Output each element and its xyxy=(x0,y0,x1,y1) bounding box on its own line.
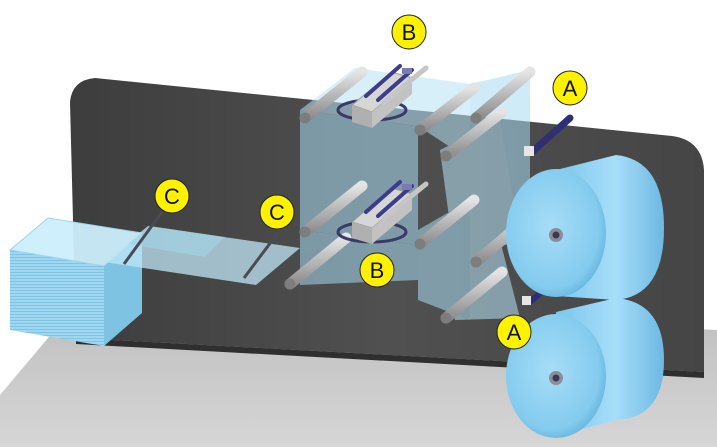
label-a-bottom: A xyxy=(496,314,532,350)
slitting-knife-top xyxy=(524,114,574,156)
cutter-bar-left xyxy=(122,211,164,265)
sealing-unit-top xyxy=(336,64,429,128)
label-c-right: C xyxy=(259,194,295,230)
label-c-left: C xyxy=(154,178,190,214)
label-b-bottom-text: B xyxy=(370,258,385,283)
label-c-left-text: C xyxy=(164,184,180,209)
label-c-right-text: C xyxy=(269,200,285,225)
sealing-unit-bottom xyxy=(336,180,429,244)
label-a-bottom-text: A xyxy=(507,320,522,345)
film-roll-lower xyxy=(506,298,664,438)
label-a-top-text: A xyxy=(563,76,578,101)
sheet-stack xyxy=(8,217,144,346)
label-a-top: A xyxy=(552,70,588,106)
label-b-top: B xyxy=(391,14,427,50)
cutter-bar-right xyxy=(242,221,288,279)
label-b-top-text: B xyxy=(402,20,417,45)
label-b-bottom: B xyxy=(359,252,395,288)
film-roll-upper xyxy=(506,155,664,300)
